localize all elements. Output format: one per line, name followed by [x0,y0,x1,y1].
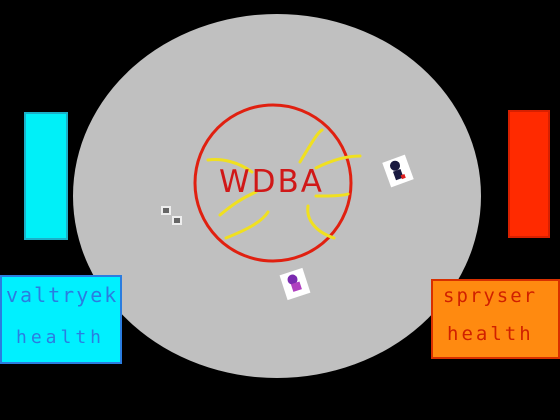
right-health-bar [508,110,550,238]
arena-floor [73,14,481,378]
right-player-name: spryser [443,285,538,307]
pickup-item [161,206,171,215]
player-sprite-valtryek[interactable] [382,154,414,188]
left-player-name: valtryek [6,283,119,307]
left-player-panel: valtryek health [0,275,122,364]
player-sprite-spryser[interactable] [279,267,311,301]
right-player-panel: spryser health [431,279,560,359]
arena-logo-text: WDBA [219,164,324,200]
left-health-label: health [16,327,106,348]
spark-lines [206,128,362,240]
right-health-label: health [447,323,534,345]
center-ring [193,103,353,263]
left-health-bar [24,112,68,240]
pickup-item [172,216,182,225]
